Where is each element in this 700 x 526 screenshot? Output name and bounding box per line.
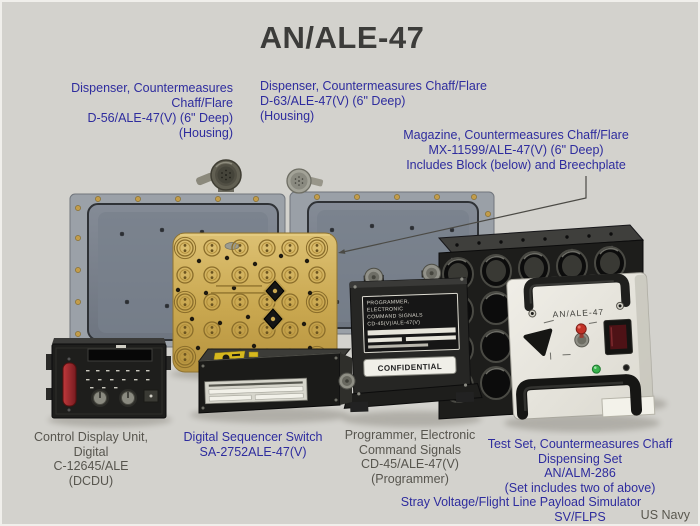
label-line: (Housing) [260,109,315,123]
caption-control-display-unit: Control Display Unit, Digital C-12645/AL… [18,430,164,488]
caption-line: Control Display Unit, Digital [34,430,148,459]
test-set-handle-top [523,273,631,312]
label-line: MX-11599/ALE-47(V) (6" Deep) [428,143,604,157]
programmer-nameplate: PROGRAMMER, ELECTRONIC COMMAND SIGNALS C… [367,299,424,328]
label-line: D-56/ALE-47(V) (6" Deep) [87,111,233,125]
caption-line: Stray Voltage/Flight Line Payload Simula… [401,495,698,510]
sequencer-switch-unit [198,348,356,414]
caption-line: SV/FLPS [554,509,606,524]
caption-line: Programmer, Electronic [344,428,476,442]
connector-right [286,168,324,194]
dcdu-red-handle [62,362,77,407]
test-set-unit: AN/ALE-47 [506,272,656,420]
equipment-photo: PROGRAMMER, ELECTRONIC COMMAND SIGNALS C… [46,159,667,432]
caption-programmer: Programmer, Electronic Command Signals C… [340,428,480,486]
caption-line: CD-45/ALE-47(V) [361,457,459,471]
label-line: Dispenser, Countermeasures Chaff/Flare [71,81,233,110]
dcdu-knob [119,389,137,407]
label-line: D-63/ALE-47(V) (6" Deep) [260,94,406,108]
test-set-faceplate-text: AN/ALE-47 [552,307,604,320]
programmer-connector [422,263,442,283]
caption-sequencer-switch: Digital Sequencer Switch SA-2752ALE-47(V… [180,430,326,459]
test-set-led-green [591,364,601,374]
leader-line [338,176,587,254]
confidential-plate [363,356,457,378]
test-set-tag [601,395,656,418]
test-set-toggle [574,323,590,348]
caption-line: (Set includes two of above) [504,480,656,495]
breechplate-diamond-blocks [261,278,287,332]
label-dispenser-d63: Dispenser, Countermeasures Chaff/Flare D… [260,79,487,124]
programmer-nameplate-line: ELECTRONIC [367,306,404,313]
dcdu-display [87,348,153,362]
programmer-unit: PROGRAMMER, ELECTRONIC COMMAND SIGNALS C… [343,263,483,413]
test-set-button-black [622,364,630,372]
label-magazine: Magazine, Countermeasures Chaff/Flare MX… [400,128,632,173]
connector-left [196,159,242,192]
programmer-nameplate-line: CD-45(V)/ALE-47(V) [367,320,420,328]
test-set-handle-bottom [516,374,643,420]
programmer-nameplate-line: PROGRAMMER, [367,299,410,306]
caption-line: Test Set, Countermeasures Chaff [487,437,673,451]
sequencer-connector [338,372,356,390]
caption-line-text: Stray Voltage/Flight Line Payload Simula… [400,495,642,509]
label-line: Includes Block (below) and Breechplate [406,158,626,172]
caption-line: Digital Sequencer Switch [183,430,323,444]
page-title: AN/ALE-47 [259,20,425,55]
caption-line: SA-2752ALE-47(V) [199,444,307,459]
label-dispenser-d56: Dispenser, Countermeasures Chaff/Flare D… [7,81,233,141]
photo-credit: US Navy [640,508,690,522]
dcdu-unit [46,338,171,419]
test-set-screw [528,309,537,318]
caption-line: Dispensing Set [537,451,623,466]
dcdu-knob [91,389,109,407]
caption-line: C-12645/ALE [53,459,129,473]
sequencer-dataplate [204,377,308,405]
dcdu-tick-marks [86,370,150,389]
test-set-knob [523,328,553,356]
caption-line: AN/ALM-286 [544,466,616,480]
label-line: (Housing) [178,126,233,140]
caption-test-set: Test Set, Countermeasures Chaff Dispensi… [401,437,698,524]
breechplate [172,232,338,373]
test-set-screw [616,301,625,310]
caption-line: (DCDU) [68,473,114,488]
label-line: Magazine, Countermeasures Chaff/Flare [403,128,629,142]
test-set-indicator-window [603,318,633,356]
caption-line: (Programmer) [371,471,449,486]
confidential-stamp-text: CONFIDENTIAL [378,362,443,373]
label-line: Dispenser, Countermeasures Chaff/Flare [260,79,487,93]
leader-arrowhead [338,249,346,254]
caption-line: Command Signals [358,442,462,457]
programmer-nameplate-line: COMMAND SIGNALS [367,313,423,321]
